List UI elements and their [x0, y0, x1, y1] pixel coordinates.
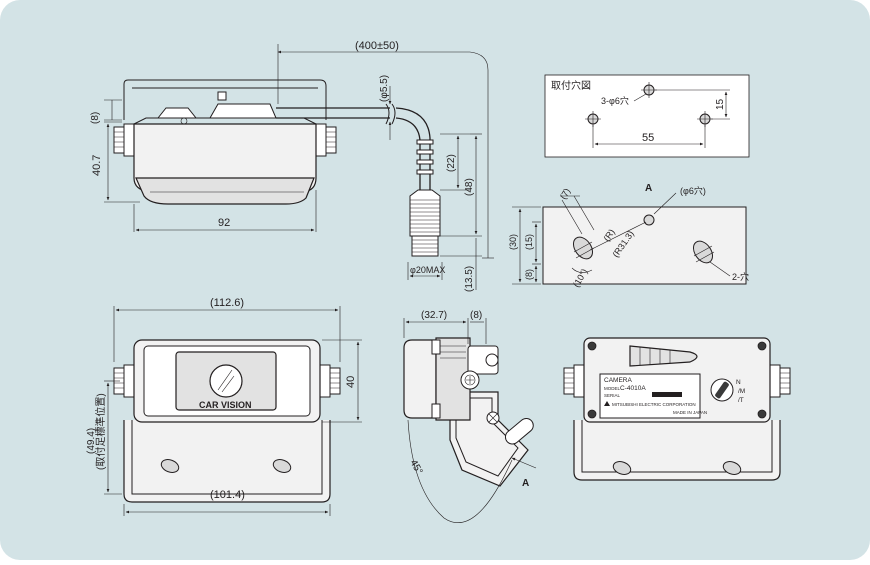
section-dim-15: (15): [524, 234, 534, 250]
label-model-key: MODEL: [604, 386, 621, 391]
conn-48-dim: (48): [464, 178, 475, 196]
mount-spacing-v: 15: [715, 98, 726, 110]
side-view: 45° A: [403, 337, 537, 523]
cable-dia-dim: (φ5.5): [379, 75, 390, 102]
top-view: [113, 79, 441, 257]
section-slots-label: 2-穴: [732, 271, 749, 282]
section-dim-30: (30): [508, 234, 518, 250]
side-view-dimensions: (32.7) (8): [403, 310, 487, 344]
section-dim-8: (8): [524, 269, 534, 280]
label-serial-key: SERIAL: [604, 393, 621, 398]
top-view-dimensions: (400±50) (φ5.5) (8) 40.7 92 (22) (48) (1…: [90, 40, 494, 292]
maker-logo-icon: [604, 401, 610, 406]
foot-height-dim: (49.4): [86, 428, 97, 454]
switch-m: /M: [738, 388, 745, 395]
front-width-dim: (112.6): [210, 297, 244, 309]
label-company: MITSUBISHI ELECTRIC CORPORATION: [612, 402, 696, 407]
top-bracket-dim: (8): [90, 112, 101, 124]
label-origin: MADE IN JAPAN: [673, 410, 707, 415]
camera-lens: [209, 364, 243, 398]
switch-n: N: [736, 379, 741, 386]
label-model: C-4010A: [620, 385, 646, 392]
label-camera: CAMERA: [604, 377, 632, 384]
mount-holes-label: 3-φ6穴: [601, 95, 629, 106]
section-a-view: A (φ6穴) (7) (R) (R31.3) (10°) (30) (15: [508, 183, 749, 289]
section-dim-7: (7): [558, 186, 572, 201]
cable-length-dim: (400±50): [355, 40, 399, 52]
front-view: CAR VISION: [113, 339, 341, 503]
front-height-dim: 40: [345, 376, 357, 388]
height-dim: 40.7: [91, 155, 103, 176]
rear-view: CAMERA MODEL C-4010A SERIAL MITSUBISHI E…: [563, 337, 791, 481]
mount-hole-diagram: 取付穴図 3-φ6穴 55 15: [544, 74, 750, 158]
conn-22-dim: (22): [446, 154, 457, 172]
switch-t: /T: [738, 397, 744, 404]
section-a-label: A: [645, 183, 652, 194]
section-hole-label: (φ6穴): [680, 185, 706, 196]
conn-max-dim: φ20MAX: [410, 265, 445, 275]
side-arrow-label: A: [522, 478, 529, 489]
side-8-dim: (8): [470, 310, 482, 321]
brand-label: CAR VISION: [199, 400, 252, 410]
side-width-dim: (32.7): [421, 310, 447, 321]
label-serial-barcode: [652, 392, 682, 397]
conn-13-5-dim: (13.5): [464, 266, 475, 292]
mount-spacing-h: 55: [642, 132, 654, 144]
foot-width-dim: (101.4): [210, 489, 245, 501]
width-top-dim: 92: [218, 217, 230, 229]
front-view-dimensions: (112.6) 40 (49.4) (取付足標準位置) (101.4): [86, 297, 362, 516]
mount-hole-title: 取付穴図: [551, 79, 591, 92]
foot-note: (取付足標準位置): [94, 393, 107, 470]
